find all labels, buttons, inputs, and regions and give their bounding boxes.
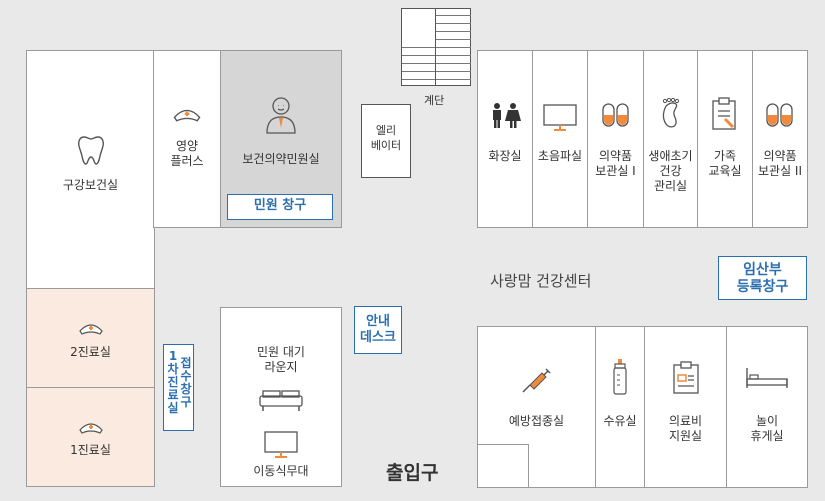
young-plus-label: 영양 플러스 [170, 139, 204, 168]
family-edu-label: 가족 교육실 [708, 149, 742, 178]
dental-label: 구강보건실 [62, 178, 119, 192]
person-icon [266, 97, 296, 134]
first-reception-window[interactable]: 1 차 진 료 실 접 수 창 구 [163, 344, 194, 431]
stairs-right [436, 9, 471, 85]
room-play-rest[interactable]: 놀이 휴게실 [726, 326, 808, 488]
baby-bottle-icon [613, 359, 627, 395]
nurse-cap-icon [78, 324, 103, 335]
elevator-label: 엘리 베이터 [370, 124, 402, 152]
stairs-divider [435, 9, 436, 85]
health-civil-label: 보건의약민원실 [242, 152, 320, 166]
tooth-icon [77, 136, 104, 165]
room-drug-storage-1[interactable]: 의약품 보관실 I [587, 50, 644, 228]
pregnant-window-button[interactable]: 임산부 등록창구 [718, 256, 807, 300]
syringe-icon [521, 368, 551, 393]
restroom-icon [493, 103, 521, 128]
door-box [478, 444, 529, 487]
room-medical-support[interactable]: 의료비 지원실 [644, 326, 727, 488]
clipboard-icon [712, 97, 736, 130]
ultrasound-label: 초음파실 [537, 149, 583, 163]
exam-1-label: 1진료실 [70, 443, 111, 457]
exam-2-label: 2진료실 [70, 345, 111, 359]
room-elevator[interactable]: 엘리 베이터 [361, 104, 411, 178]
nurse-cap-icon [78, 423, 103, 434]
room-family-edu[interactable]: 가족 교육실 [697, 50, 753, 228]
room-nursing[interactable]: 수유실 [595, 326, 645, 488]
room-restroom[interactable]: 화장실 [477, 50, 533, 228]
restroom-label: 화장실 [488, 149, 522, 163]
nursing-label: 수유실 [603, 414, 637, 428]
info-desk-button[interactable]: 안내 데스크 [354, 306, 402, 354]
room-exam-2[interactable]: 2진료실 [26, 288, 155, 388]
room-vaccination[interactable]: 예방접종실 [477, 326, 596, 488]
center-name: 사랑맘 건강센터 [490, 272, 592, 290]
infant-care-label: 생애초기 건강 관리실 [648, 149, 693, 193]
document-icon [672, 361, 699, 394]
first-reception-col2: 접 수 창 구 [180, 356, 192, 409]
stairs-left [402, 9, 435, 85]
room-ultrasound[interactable]: 초음파실 [532, 50, 588, 228]
room-dental[interactable]: 구강보건실 [26, 50, 155, 289]
sofa-icon [259, 390, 303, 411]
pill-icon [766, 103, 793, 127]
pill-icon [601, 103, 629, 127]
mobile-stand-label: 이동식무대 [253, 464, 309, 478]
play-rest-label: 놀이 휴게실 [750, 414, 784, 443]
vaccination-label: 예방접종실 [508, 414, 565, 428]
first-reception-col1: 1 차 진 료 실 [167, 349, 179, 415]
waiting-lounge-label: 민원 대기 라운지 [257, 345, 305, 374]
room-infant-care[interactable]: 생애초기 건강 관리실 [643, 50, 698, 228]
stairs-label: 계단 [424, 94, 445, 107]
civil-window-button[interactable]: 민원 창구 [227, 194, 333, 220]
monitor-icon [543, 104, 577, 131]
monitor-icon [264, 431, 298, 458]
nurse-cap-icon [173, 109, 201, 122]
medical-support-label: 의료비 지원실 [668, 414, 703, 443]
room-exam-1[interactable]: 1진료실 [26, 387, 155, 487]
room-young-plus[interactable]: 영양 플러스 [153, 50, 221, 228]
bed-icon [746, 368, 788, 388]
room-waiting-lounge[interactable]: 민원 대기 라운지 이동식무대 [220, 307, 342, 487]
drug-storage-2-label: 의약품 보관실 II [757, 149, 802, 178]
footprint-icon [662, 97, 679, 128]
exit-label: 출입구 [386, 462, 439, 484]
stairs[interactable] [401, 8, 471, 86]
room-drug-storage-2[interactable]: 의약품 보관실 II [752, 50, 808, 228]
drug-storage-1-label: 의약품 보관실 I [595, 149, 636, 178]
